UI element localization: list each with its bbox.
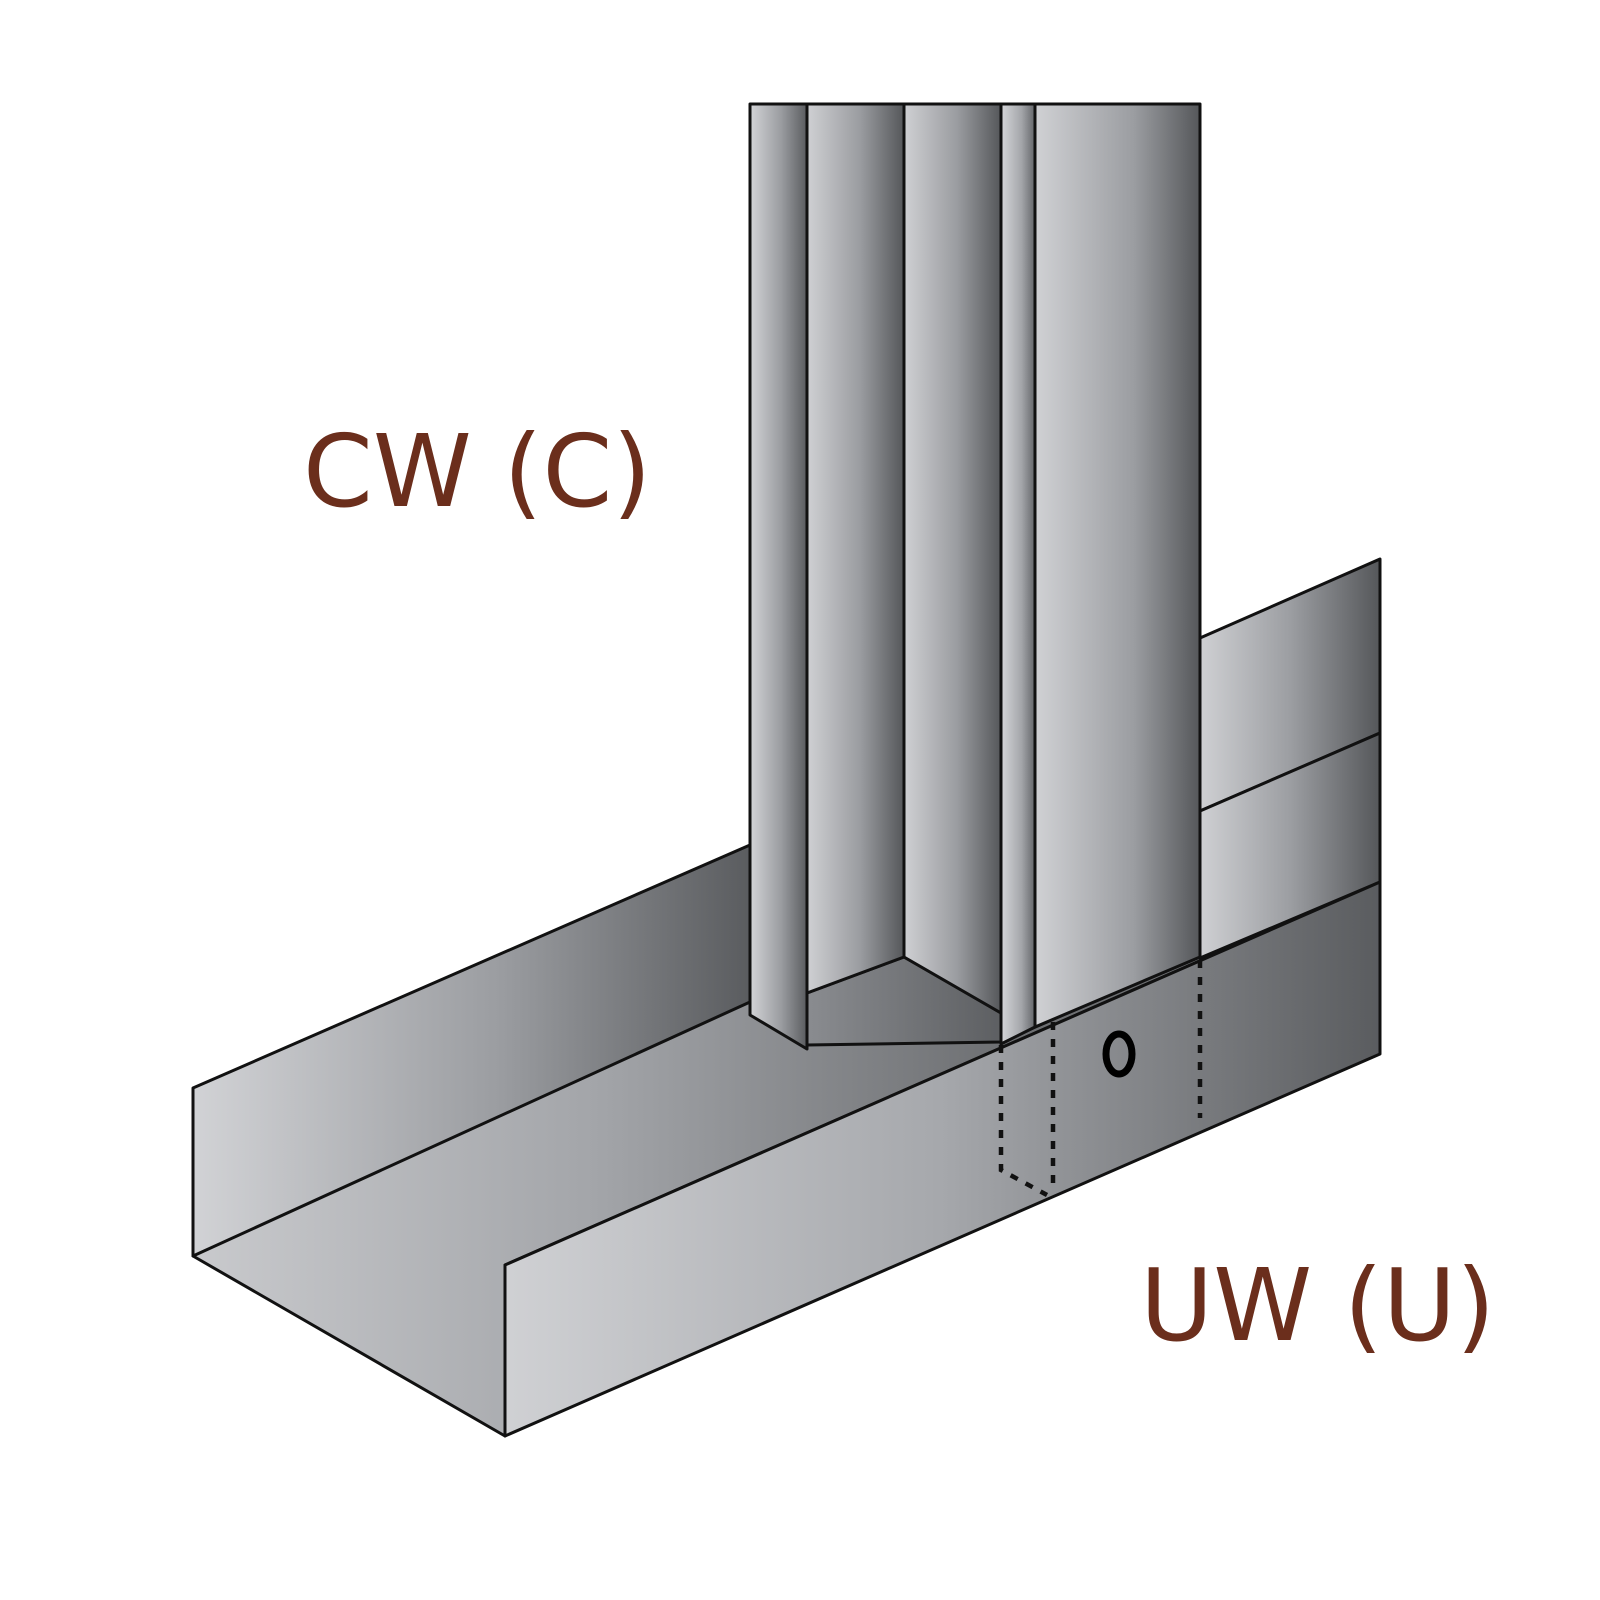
label-cw-stud: CW (C) (303, 413, 651, 530)
stud-web (902, 102, 1003, 1015)
stud-flange (805, 102, 906, 995)
label-uw-track: UW (U) (1140, 1247, 1495, 1364)
stud-flange-lip (748, 102, 809, 1051)
hidden-line-left (998, 1045, 1049, 1197)
track-front-wall (503, 880, 1382, 1438)
stud-face (1033, 102, 1202, 1029)
screw-hole-icon (1102, 1030, 1136, 1078)
stud-return-lip (999, 102, 1037, 1046)
